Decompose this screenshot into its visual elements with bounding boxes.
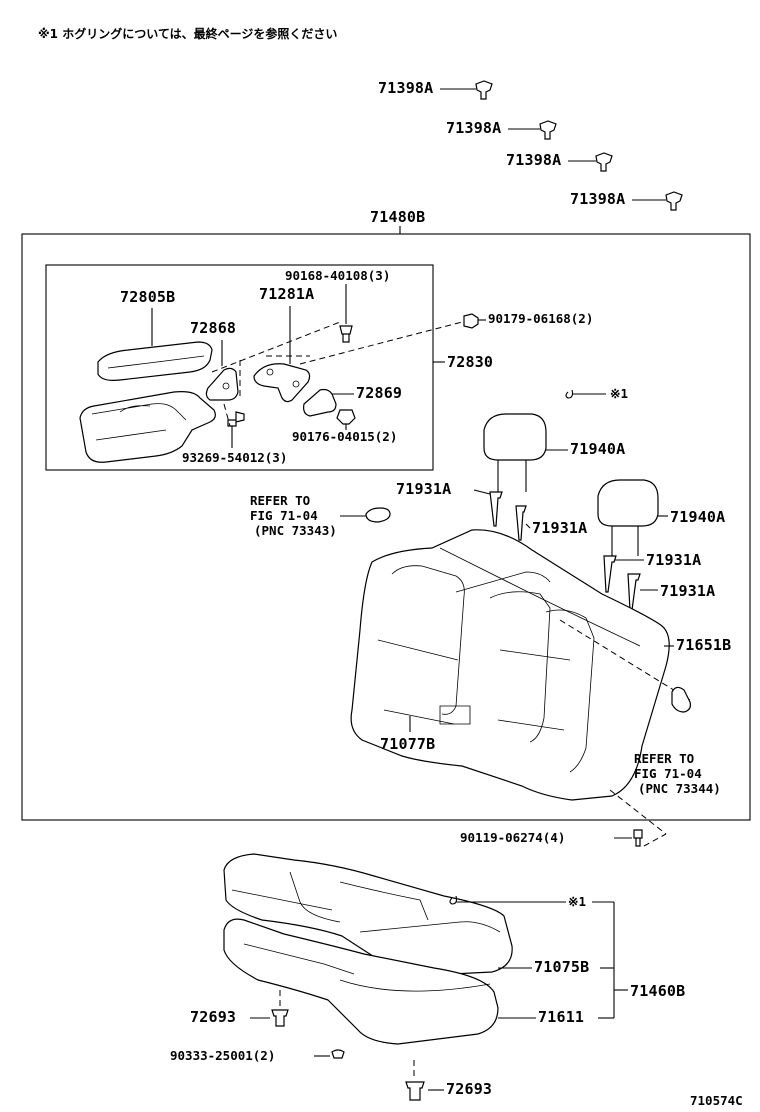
screw-93269 [227,411,245,427]
label-71398a-4: 71398A [570,190,625,208]
seatback-71077b [350,529,670,801]
label-71931a-3: 71931A [646,551,701,569]
label-71398a-2: 71398A [446,119,501,137]
clip-72693-1 [271,1009,289,1027]
hinge-72869 [303,388,337,417]
clip-90333 [331,1049,345,1059]
label-72869: 72869 [356,384,402,402]
armrest-subassembly-frame [45,264,434,471]
label-71075b: 71075B [534,958,589,976]
hog-ring-note-1: ※1 [610,386,628,401]
label-90176: 90176-04015(2) [292,429,397,444]
screw-90168 [339,325,353,343]
label-71931a-4: 71931A [660,582,715,600]
label-71398a-1: 71398A [378,79,433,97]
clip-72693-2 [405,1081,425,1101]
clip-71398a-1 [475,80,493,100]
label-71460b: 71460B [630,982,685,1000]
seat-cushion-71075b [223,853,513,977]
label-71398a-3: 71398A [506,151,561,169]
refer-left-line3: (PNC 73343) [254,523,337,538]
label-90333: 90333-25001(2) [170,1048,275,1063]
bracket-71281a [253,363,311,403]
seat-cushion-pad-71611 [223,918,499,1045]
clip-71398a-group: 71398A 71398A 71398A 71398A [378,79,683,211]
label-71931a-2: 71931A [532,519,587,537]
label-72830: 72830 [447,353,493,371]
support-71931a-3 [603,555,617,593]
hog-ring-note-2: ※1 [568,894,586,909]
label-90119: 90119-06274(4) [460,830,565,845]
seatback-assembly-frame [21,233,751,821]
support-71931a-4 [627,573,641,611]
support-71931a-2 [515,505,527,541]
refer-right-line1: REFER TO [634,751,694,766]
support-71931a-1 [489,491,503,527]
label-90168: 90168-40108(3) [285,268,390,283]
header-note: ※1 ホグリングについては、最終ページを参照ください [38,26,337,41]
label-71651b: 71651B [676,636,731,654]
label-72868: 72868 [190,319,236,337]
label-72693-1: 72693 [190,1008,236,1026]
armrest-cover-72805b [97,341,213,381]
nut-90176 [336,409,356,425]
refer-left-line1: REFER TO [250,493,310,508]
clip-71398a-2 [539,120,557,140]
lock-cover-left [365,507,391,523]
label-71940a-1: 71940A [570,440,625,458]
refer-left-line2: FIG 71-04 [250,508,318,523]
refer-right-line3: (PNC 73344) [638,781,721,796]
armrest-body [79,391,216,463]
label-93269: 93269-54012(3) [182,450,287,465]
label-71281a: 71281A [259,285,314,303]
headrest-71940a-1 [483,413,547,461]
headrest-71940a-2 [597,479,659,527]
figure-id: 710574C [690,1093,743,1108]
lock-cover-right [671,686,691,713]
refer-right-line2: FIG 71-04 [634,766,702,781]
hinge-72868 [205,367,239,401]
label-71611: 71611 [538,1008,584,1026]
bolt-90119 [633,829,643,847]
label-90179: 90179-06168(2) [488,311,593,326]
clip-71398a-4 [665,191,683,211]
label-71480b: 71480B [370,208,425,226]
label-72805b: 72805B [120,288,175,306]
label-71931a-1: 71931A [396,480,451,498]
label-72693-2: 72693 [446,1080,492,1098]
nut-90179 [463,313,479,329]
label-71940a-2: 71940A [670,508,725,526]
clip-71398a-3 [595,152,613,172]
label-71077b: 71077B [380,735,435,753]
